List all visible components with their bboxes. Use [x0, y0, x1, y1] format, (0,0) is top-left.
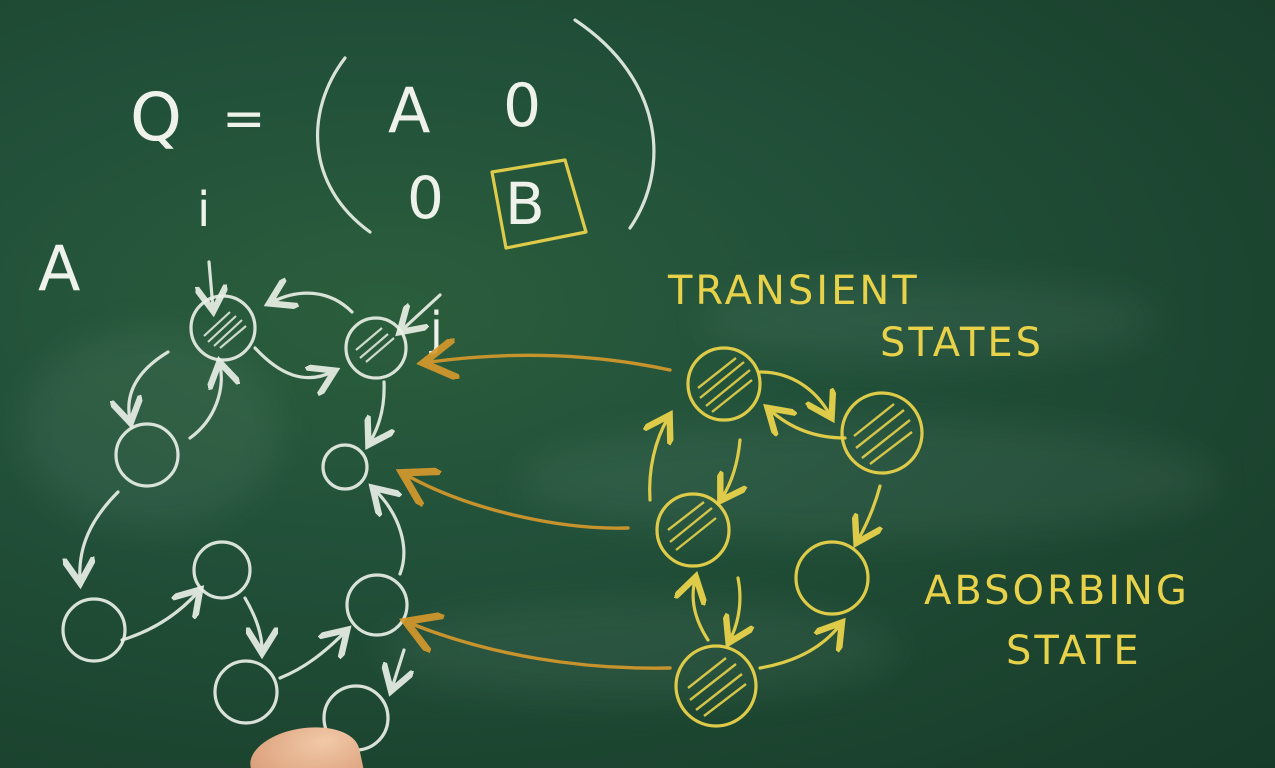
block-a-label: A [38, 232, 80, 305]
transient-label-line1: TRANSIENT [667, 268, 920, 314]
transient-state-node [686, 346, 762, 422]
absorbing-label-line1: ABSORBING [924, 568, 1190, 614]
left-paren [316, 56, 372, 234]
matrix-a22: B [505, 170, 545, 238]
yellow-state-graph [650, 346, 924, 728]
matrix-a11: A [388, 74, 430, 147]
transient-state-node [655, 492, 731, 568]
state-node [114, 422, 180, 488]
matrix-a21: 0 [407, 164, 444, 232]
state-node [321, 443, 369, 491]
matrix-equals: = [222, 89, 266, 149]
transient-label-line2: STATES [880, 320, 1044, 366]
state-j-node [344, 316, 408, 380]
matrix-equation: Q = A 0 0 B [130, 18, 656, 250]
state-node [61, 597, 127, 663]
state-node [213, 659, 279, 725]
white-state-graph [61, 260, 442, 752]
absorbing-state-node [794, 540, 870, 616]
b-block-box [490, 158, 588, 250]
orange-mapping-arrows [408, 355, 672, 670]
transient-state-node [674, 644, 758, 728]
matrix-a12: 0 [503, 71, 541, 141]
right-paren [573, 18, 656, 230]
chalk-smudge [700, 280, 1160, 360]
absorbing-label-line2: STATE [1006, 628, 1142, 674]
index-j-label: j [429, 302, 443, 356]
state-node [192, 540, 252, 600]
transient-state-node [840, 391, 924, 475]
matrix-lhs: Q [130, 79, 182, 156]
state-node [345, 573, 409, 637]
index-i-label: i [197, 182, 210, 238]
